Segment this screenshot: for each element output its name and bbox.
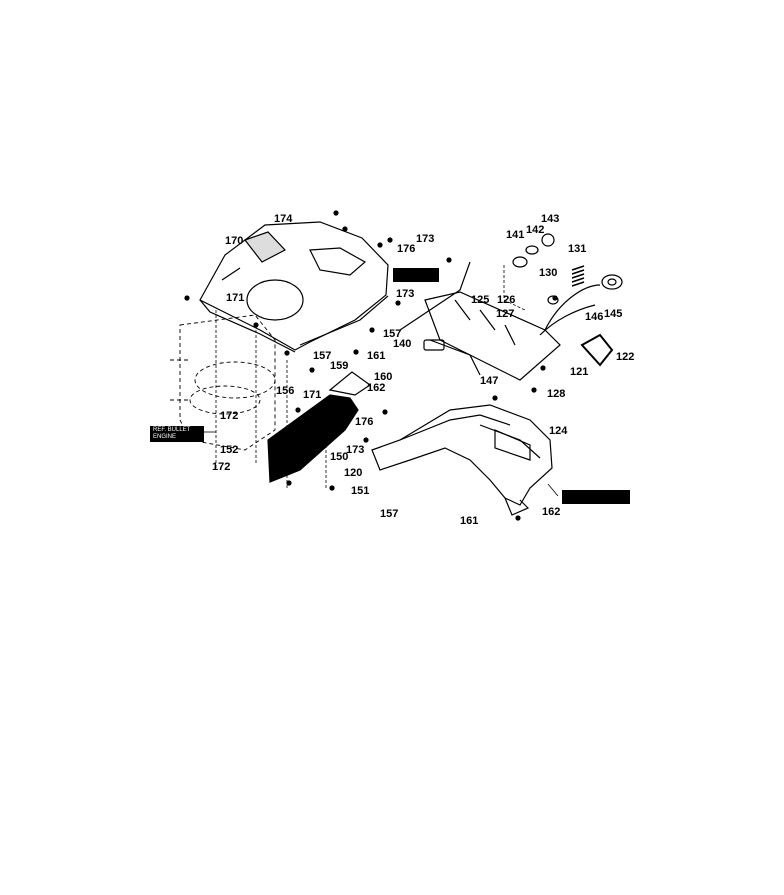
spring	[571, 265, 585, 287]
handle-bracket	[399, 261, 561, 381]
washer-stack	[512, 233, 559, 305]
part-label-128: 128	[547, 388, 566, 400]
cable	[539, 284, 601, 336]
part-label-162: 162	[542, 506, 561, 518]
discharge-chute	[371, 404, 553, 516]
part-label-151: 151	[351, 485, 370, 497]
part-label-161: 161	[367, 350, 386, 362]
part-label-152: 152	[220, 444, 239, 456]
part-label-172: 172	[212, 461, 231, 473]
engine-outline	[170, 314, 276, 451]
part-label-131: 131	[568, 243, 587, 255]
part-label-142: 142	[526, 224, 545, 236]
part-label-127: 127	[496, 308, 515, 320]
part-label-171: 171	[303, 389, 322, 401]
part-label-156: 156	[276, 385, 295, 397]
part-label-157: 157	[383, 328, 402, 340]
hardware	[184, 210, 558, 521]
knob	[601, 274, 623, 290]
part-label-174: 174	[274, 213, 293, 225]
leader-lines	[215, 265, 526, 490]
top-reference-box	[393, 268, 439, 282]
part-label-161: 161	[460, 515, 479, 527]
part-label-146: 146	[585, 311, 604, 323]
part-label-173: 173	[396, 288, 415, 300]
part-label-120: 120	[344, 467, 363, 479]
part-label-162: 162	[367, 382, 386, 394]
part-label-125: 125	[471, 294, 490, 306]
part-label-172: 172	[220, 410, 239, 422]
part-label-157: 157	[380, 508, 399, 520]
part-label-147: 147	[480, 375, 499, 387]
part-label-126: 126	[497, 294, 516, 306]
engine-reference-box: REF. BULLET ENGINE	[150, 426, 204, 442]
part-label-121: 121	[570, 366, 589, 378]
part-label-176: 176	[355, 416, 374, 428]
part-label-130: 130	[539, 267, 558, 279]
part-label-176: 176	[397, 243, 416, 255]
part-label-157: 157	[313, 350, 332, 362]
part-label-141: 141	[506, 229, 525, 241]
part-label-140: 140	[393, 338, 412, 350]
grip-handle	[580, 333, 614, 367]
engine-ref-line2: ENGINE	[153, 434, 177, 440]
part-label-159: 159	[330, 360, 349, 372]
right-reference-box	[562, 490, 630, 504]
bushing	[423, 339, 445, 351]
part-label-143: 143	[541, 213, 560, 225]
part-label-171: 171	[226, 292, 245, 304]
upper-housing-shroud	[199, 221, 389, 353]
part-label-170: 170	[225, 235, 244, 247]
lower-shield	[267, 371, 372, 483]
part-label-145: 145	[604, 308, 623, 320]
part-label-124: 124	[549, 425, 568, 437]
part-label-150: 150	[330, 451, 349, 463]
part-label-122: 122	[616, 351, 635, 363]
engine-ref-line1: REF. BULLET	[153, 427, 191, 433]
part-label-173: 173	[346, 444, 365, 456]
part-label-173: 173	[416, 233, 435, 245]
part-label-160: 160	[374, 371, 393, 383]
